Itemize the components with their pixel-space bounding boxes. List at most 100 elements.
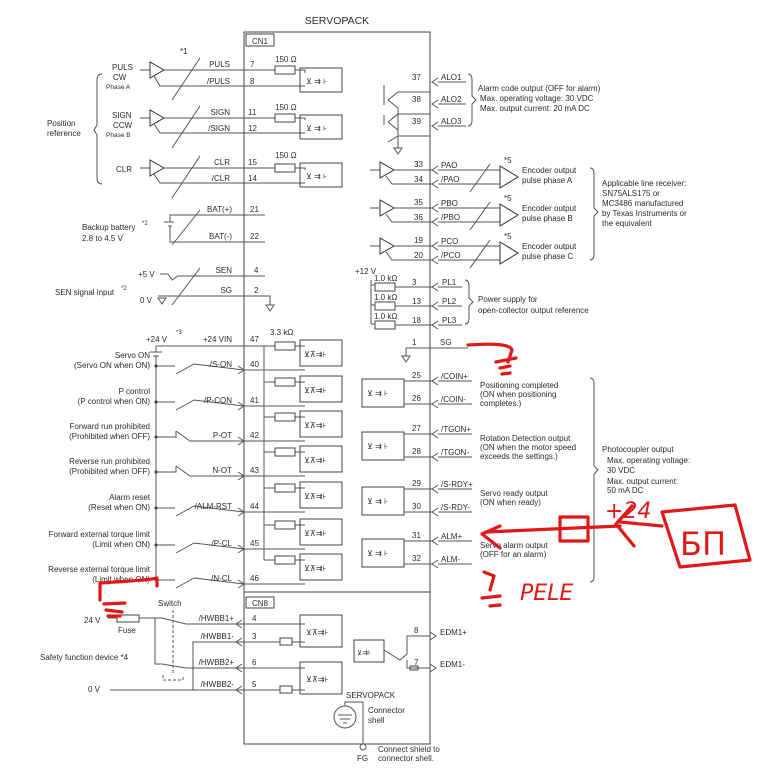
svg-text:⊻⊼⇉⊦: ⊻⊼⇉⊦ [304,564,327,573]
input-description: Forward run prohibited [70,422,150,431]
photo-desc: Servo alarm output [480,541,548,550]
connector-chevron-icon [431,559,439,569]
photo-neg-signal: /TGON- [441,448,469,457]
encoder-signal: PAO [441,161,457,170]
pin-number: 18 [412,316,421,325]
ground-icon [157,297,167,305]
ground-icon [401,355,411,363]
receiver-2: SN75ALS175 or [602,189,660,198]
pin-number: 29 [412,479,421,488]
puls-driver-icon [149,61,166,79]
connector-chevron-icon [429,663,437,673]
clr-wires [140,155,244,199]
sign-phase: Phase B [106,132,131,139]
optocoupler-icon [361,431,405,461]
resistor-icon [274,377,296,387]
pin-number: 35 [414,198,423,207]
shield-note-2: connector shell. [378,754,434,763]
photo-desc: Rotation Detection output [480,434,571,443]
vin-signal: +24 VIN [203,335,232,344]
pin-number: 30 [412,502,421,511]
line-driver-icon [379,199,396,217]
input-description: Forward external torque limit [49,530,151,539]
input-signal-name: /P-CON [204,396,232,405]
pin-14: 14 [248,174,257,183]
connector-chevron-icon [431,282,439,292]
safety-device-label: Safety function device *4 [40,653,129,662]
optocoupler-icon [299,162,343,188]
note-5: *5 [504,156,512,165]
switch-icon [162,610,184,681]
annotation-psu-text: БП [680,525,726,563]
alarm-transistors [383,85,430,148]
line-receiver-icon [499,203,519,227]
pin-number: 3 [252,632,257,641]
receiver-3: MC3486 manufactured [602,199,683,208]
alarm-brace [467,73,477,127]
photo-spec-4: Max. output current: [607,477,678,486]
battery-note: *2 [142,221,148,227]
sequence-input-row: Reverse external torque limit(Limit when… [48,553,343,589]
pin-4: 4 [254,266,259,275]
handwritten-annotations: БП +24 РЕLЕ [98,342,752,618]
shell-label-2: shell [368,716,385,725]
alarm-signal-name: ALO1 [441,73,462,82]
input-condition: (Limit when ON) [92,575,150,584]
input-description: Servo ON [115,351,150,360]
svg-text:⊻⊼⇉⊦: ⊻⊼⇉⊦ [304,456,327,465]
optocoupler-icon [299,445,343,473]
photo-desc: (ON when ready) [480,498,541,507]
nc-switch-icon [156,465,244,477]
no-switch-icon [156,399,245,411]
pl-brace [464,279,474,325]
edm-optocoupler-icon [353,639,385,663]
connector-chevron-icon [431,217,439,227]
photo-neg-signal: ALM- [441,555,460,564]
svg-text:⊻⊼⇉⊦: ⊻⊼⇉⊦ [304,386,327,395]
encoder-desc-1: Encoder output [522,242,577,251]
photo-desc: Positioning completed [480,381,558,390]
resistor-icon [374,301,396,311]
hwbb-signal-name: /HWBB2+ [199,658,235,667]
connector-chevron-icon [431,301,439,311]
pin-number: 39 [412,117,421,126]
photo-neg-signal: /COIN- [441,395,466,404]
pin-number: 42 [250,431,259,440]
optocoupler-icon [299,339,343,367]
pin-number: 7 [414,658,419,667]
optocoupler-icon [361,486,405,516]
pin-number: 8 [414,626,419,635]
sign-resistor-value: 150 Ω [275,103,297,112]
photo-spec-3: 30 VDC [607,466,635,475]
encoder-desc-1: Encoder output [522,204,577,213]
supply-note: *3 [176,330,182,336]
cn1-tag [245,33,275,47]
connector-chevron-icon [431,203,439,213]
resistor-icon [274,412,296,422]
safety-wires [108,617,244,691]
resistor-icon [274,555,296,565]
annotation-psu-box [660,503,752,569]
input-condition: (Prohibited when OFF) [69,432,150,441]
photo-desc: Servo ready output [480,489,548,498]
optocoupler-icon [299,410,343,438]
pin-number: 36 [414,213,423,222]
encoder-neg-signal: /PCO [441,251,461,260]
backup-battery-group: Backup battery *2 2.8 to 4.5 V BAT(+) BA… [82,205,265,246]
encoder-neg-signal: /PBO [441,213,460,222]
connector-chevron-icon [431,320,439,330]
pin-number: 37 [412,73,421,82]
nc-switch-icon [156,430,244,442]
safety-0v: 0 V [88,685,101,694]
receiver-4: by Texas Instruments or [602,209,687,218]
input-signal-name: /N-CL [211,574,232,583]
note-5: *5 [504,194,512,203]
pin-number: 33 [414,160,423,169]
sen-wires [158,267,244,306]
position-photocouplers: ⊻ ⇉ ⊦ ⊻ ⇉ ⊦ ⊻ ⇉ ⊦ [244,65,343,188]
resistor-icon [274,341,296,351]
